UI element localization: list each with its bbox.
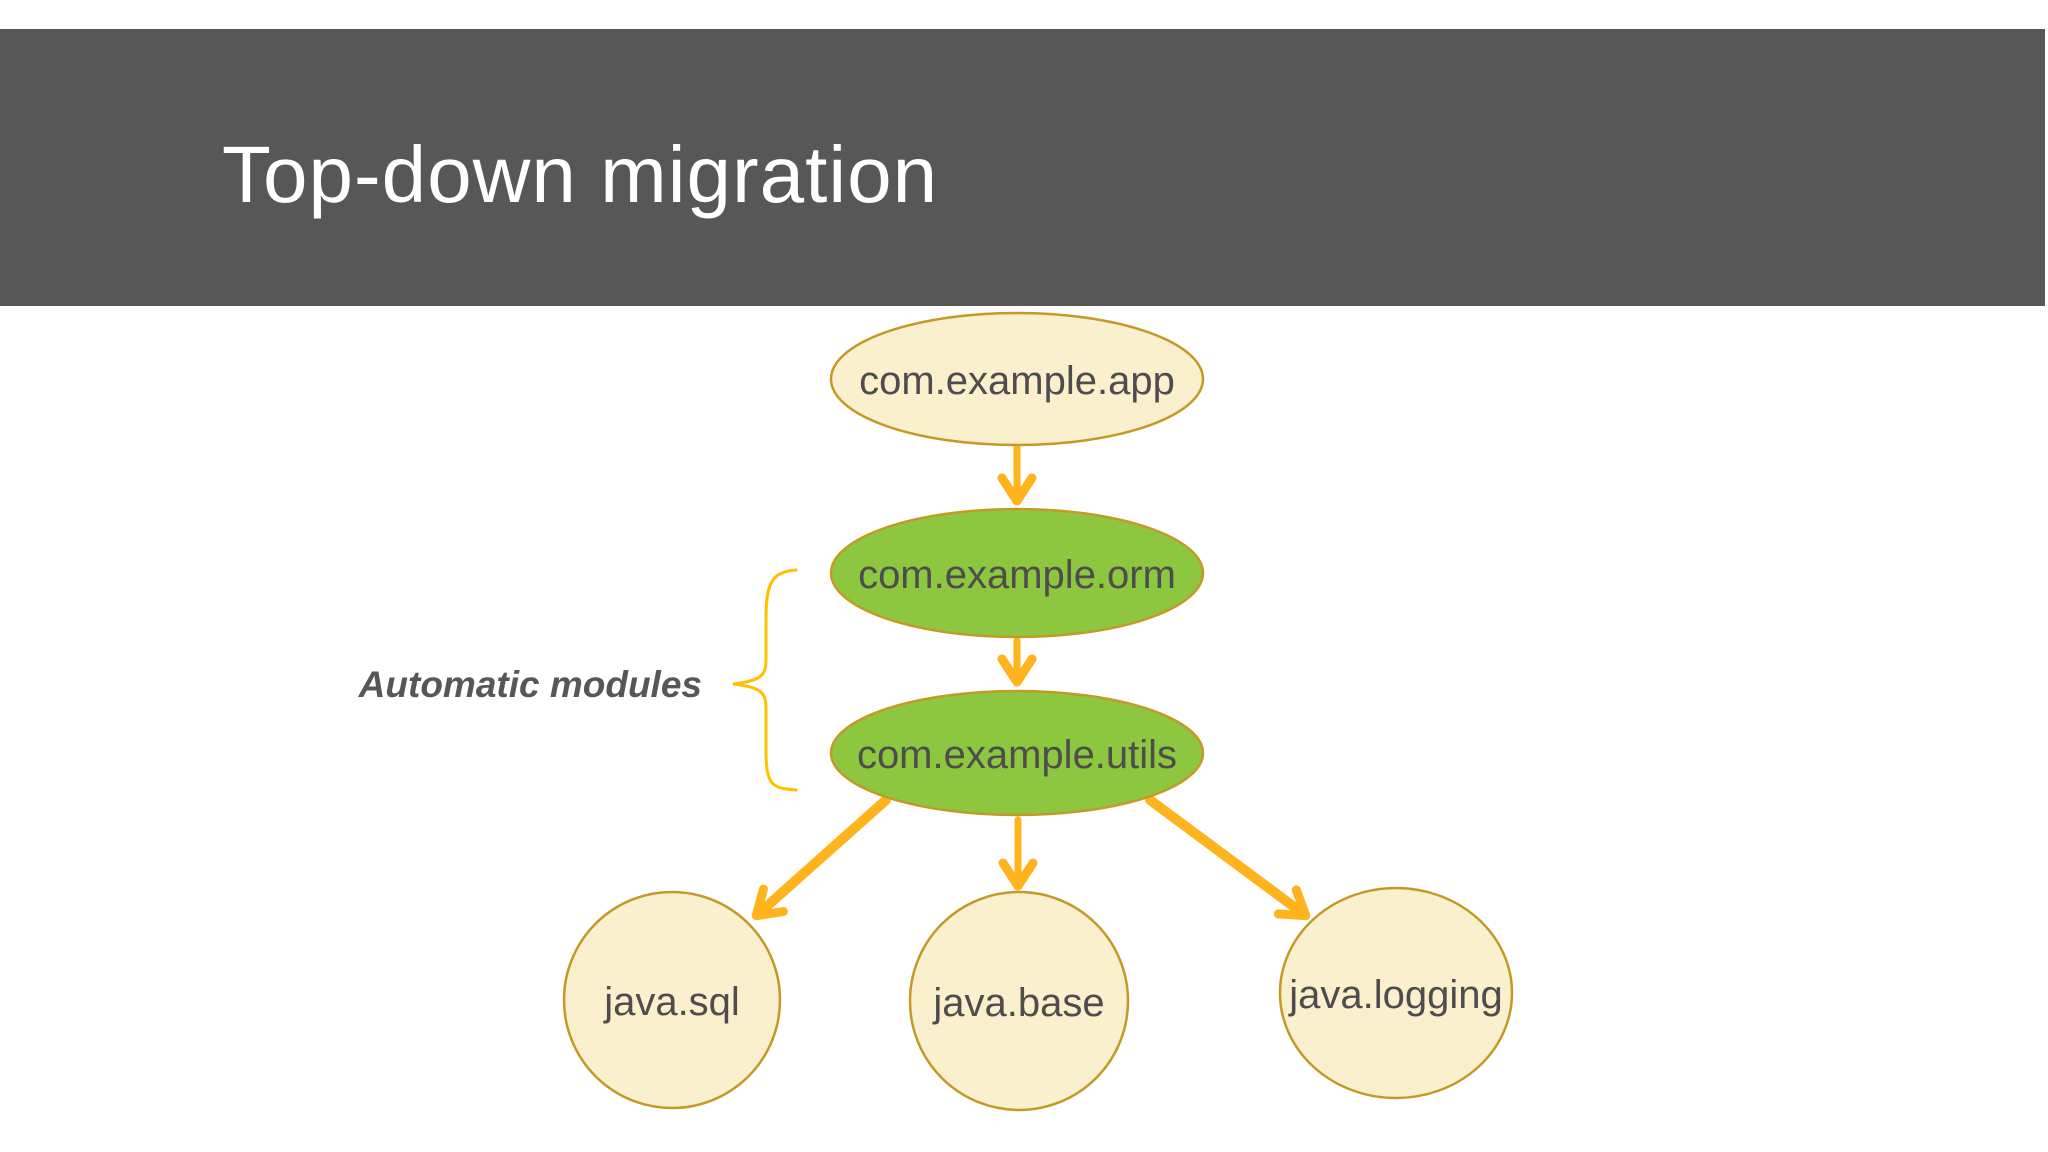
node-java-logging-label: java.logging (1288, 973, 1503, 1017)
node-com-example-orm: com.example.orm (829, 507, 1205, 639)
brace-automatic-modules (732, 568, 798, 792)
annotation-automatic-modules-label: Automatic modules (358, 664, 702, 705)
node-java-sql-label: java.sql (603, 980, 740, 1024)
node-com-example-orm-label: com.example.orm (858, 553, 1176, 597)
node-java-sql-shape (562, 890, 782, 1110)
edge-group (751, 442, 1311, 921)
node-com-example-utils: com.example.utils (829, 689, 1205, 817)
node-com-example-app: com.example.app (829, 311, 1205, 447)
node-com-example-utils-shape (829, 689, 1205, 817)
node-java-base: java.base (908, 890, 1130, 1112)
node-com-example-orm-shape (829, 507, 1205, 639)
node-com-example-app-label: com.example.app (859, 359, 1175, 403)
arrow-utils-to-java-sql (751, 795, 891, 921)
node-java-base-label: java.base (932, 981, 1104, 1025)
node-java-logging: java.logging (1278, 886, 1514, 1100)
title-bar: Top-down migration (0, 29, 2045, 306)
node-java-logging-shape (1278, 886, 1514, 1100)
node-java-sql: java.sql (562, 890, 782, 1110)
annotation-automatic-modules: Automatic modules (358, 568, 798, 792)
node-com-example-app-shape (829, 311, 1205, 447)
node-com-example-utils-label: com.example.utils (857, 733, 1177, 777)
node-java-base-shape (908, 890, 1130, 1112)
arrow-utils-to-java-logging (1145, 795, 1311, 921)
slide-title: Top-down migration (222, 129, 939, 219)
